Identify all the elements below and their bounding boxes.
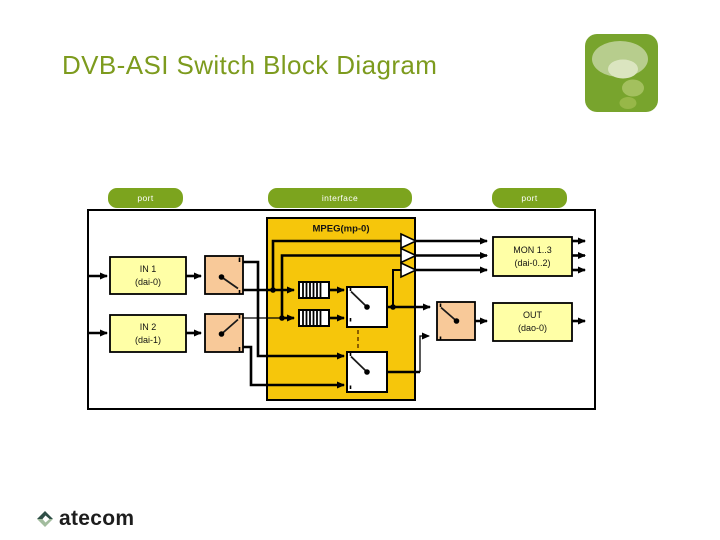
- out-label: OUT: [523, 310, 543, 320]
- port-switches: [204, 255, 476, 353]
- in2-sublabel: (dai-1): [135, 335, 161, 345]
- monitor-buffers: [400, 232, 418, 279]
- bypass-to-switch3: [419, 332, 430, 372]
- logo-bubble-small: [619, 97, 637, 109]
- column-label-port-right: port: [492, 188, 567, 208]
- switch2-bypass-route: [240, 345, 345, 389]
- mpeg-label: MPEG(mp-0): [313, 224, 370, 235]
- fifo-queues: [298, 281, 330, 327]
- in1-box: [109, 256, 187, 295]
- atecom-diamond-icon: [37, 511, 53, 527]
- mon-sublabel: (dai-0..2): [514, 258, 550, 268]
- page-title: DVB-ASI Switch Block Diagram: [62, 50, 438, 80]
- tap1-to-buffer1: [271, 239, 401, 290]
- column-label-port-left: port: [108, 188, 183, 208]
- logo-bubble-inner: [608, 59, 638, 79]
- mpeg-switches: [346, 286, 388, 393]
- in2-box: [109, 314, 187, 353]
- buffer3-triangle-buffer-icon: [400, 261, 418, 279]
- mon-box: [492, 236, 573, 277]
- signal-lines: [88, 237, 586, 389]
- mon-label: MON 1..3: [513, 245, 552, 255]
- in1-sublabel: (dai-0): [135, 277, 161, 287]
- in1-label: IN 1: [140, 264, 157, 274]
- column-label-interface: interface: [268, 188, 412, 208]
- fifo2-queue-icon: [298, 309, 330, 327]
- brand-name: atecom: [59, 507, 135, 530]
- out-box: [492, 302, 573, 342]
- switch3-selector-switch-icon: [436, 301, 476, 341]
- mpeg-interface-box: [266, 217, 416, 401]
- in2-label: IN 2: [140, 322, 157, 332]
- buffer2-triangle-buffer-icon: [400, 247, 418, 264]
- logo-bubble-medium: [622, 79, 644, 97]
- fifo1-queue-icon: [298, 281, 330, 299]
- main-selector-switch-icon: [346, 286, 388, 328]
- out-sublabel: (dao-0): [518, 323, 547, 333]
- switch1-selector-switch-icon: [204, 255, 244, 295]
- junction-dots: [270, 287, 396, 321]
- bubbles-question-logo-icon: [585, 34, 658, 112]
- switch1-bypass-route: [239, 260, 345, 360]
- footer-brand: atecom: [36, 508, 134, 530]
- bypass-selector-switch-icon: [346, 351, 388, 393]
- buffer1-triangle-buffer-icon: [400, 232, 418, 250]
- tap3-to-buffer3: [392, 269, 401, 307]
- io-boxes: IN 1 (dai-0) IN 2 (dai-1) MON 1..3 (dai-…: [109, 236, 573, 353]
- switch2-selector-switch-icon: [204, 313, 244, 353]
- tap2-to-buffer2: [280, 254, 401, 318]
